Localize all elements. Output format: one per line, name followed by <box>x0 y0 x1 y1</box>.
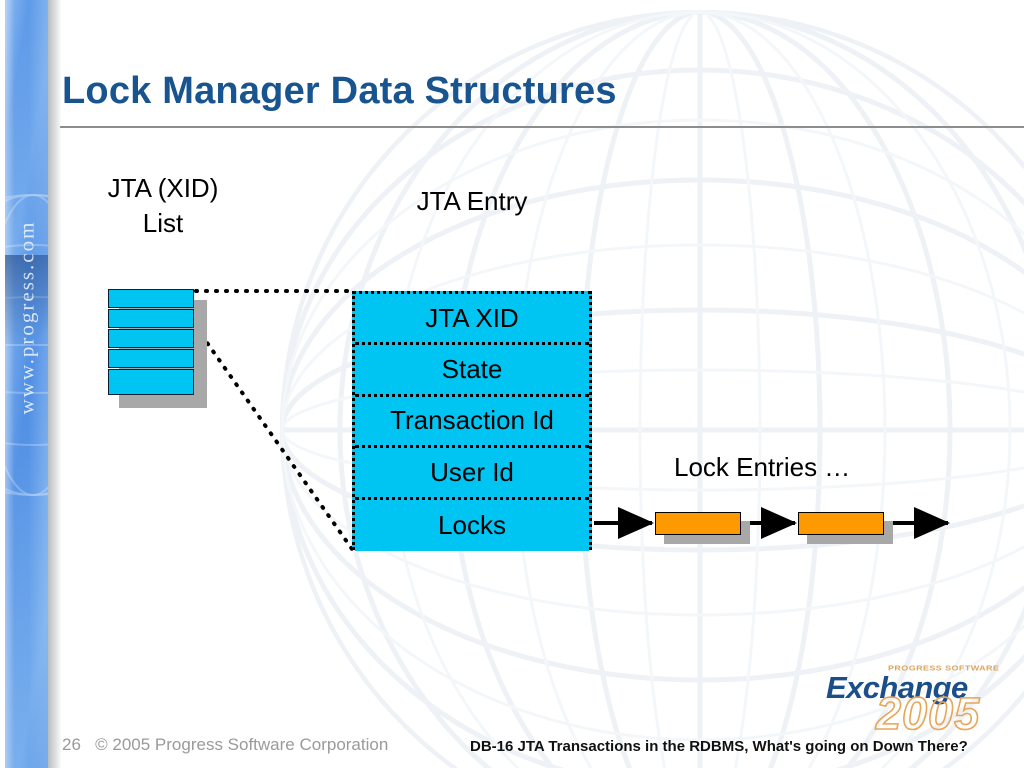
strip-gloss <box>5 0 48 768</box>
strip-shade <box>5 255 48 363</box>
strip-dropshadow <box>48 0 62 768</box>
list-item[interactable] <box>108 289 194 308</box>
lock-entry-box[interactable] <box>798 512 893 544</box>
lock-entries-label: Lock Entries … <box>674 452 851 482</box>
sidebar-accent-strip: www.progress.com <box>5 0 48 768</box>
lock-entry-body[interactable] <box>655 512 741 535</box>
lock-entry-body[interactable] <box>798 512 884 535</box>
list-item[interactable] <box>108 369 194 395</box>
table-row[interactable]: Locks <box>355 499 589 551</box>
list-item[interactable] <box>108 349 194 368</box>
jta-list-label-line1: JTA (XID) <box>107 173 219 203</box>
footer-copyright: 26 © 2005 Progress Software Corporation <box>62 735 388 755</box>
jta-list-label-line2: List <box>142 208 184 238</box>
footer-page-number: 26 <box>62 735 81 754</box>
lock-entry-box[interactable] <box>655 512 750 544</box>
table-row[interactable]: JTA XID <box>355 294 589 346</box>
footer-copyright-text: © 2005 Progress Software Corporation <box>95 735 389 754</box>
logo-year-text: 2005 <box>875 687 981 740</box>
jta-entry-table[interactable]: JTA XID State Transaction Id User Id Loc… <box>352 291 592 551</box>
footer-session-title: DB-16 JTA Transactions in the RDBMS, Wha… <box>470 738 968 755</box>
exchange-2005-logo: PROGRESS SOFTWARE Exchange 2005 <box>826 663 1004 740</box>
table-row[interactable]: User Id <box>355 448 589 500</box>
title-divider <box>60 126 1024 128</box>
jta-entry-label: JTA Entry <box>416 186 528 216</box>
table-row[interactable]: State <box>355 345 589 397</box>
page-title: Lock Manager Data Structures <box>62 70 617 112</box>
jta-xid-list-stack[interactable] <box>108 289 207 408</box>
list-item[interactable] <box>108 329 194 348</box>
list-item[interactable] <box>108 309 194 328</box>
table-row[interactable]: Transaction Id <box>355 396 589 449</box>
